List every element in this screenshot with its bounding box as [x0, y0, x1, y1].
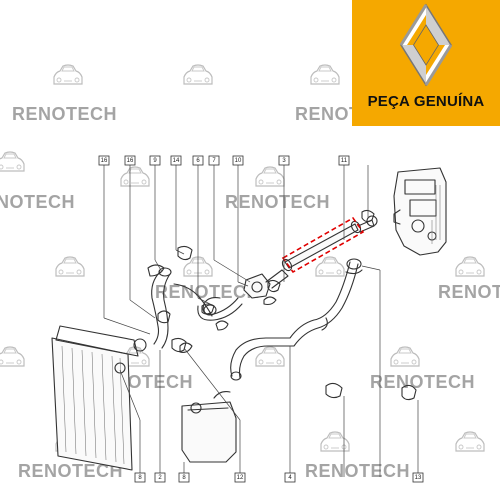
thermostat-housing	[243, 269, 289, 299]
callout-14: 14	[170, 155, 182, 166]
svg-text:9: 9	[153, 158, 157, 164]
callout-8: 8	[134, 472, 146, 483]
svg-text:13: 13	[415, 475, 422, 481]
lower-radiator-hose	[230, 258, 363, 381]
car-front-icon	[255, 166, 285, 187]
svg-text:12: 12	[237, 475, 244, 481]
callout-2: 2	[154, 472, 166, 483]
callouts-bottom: 8 2 8 12 4 13	[134, 472, 424, 483]
highlight-box	[281, 216, 365, 274]
genuine-part-caption: PEÇA GENUÍNA	[367, 93, 485, 110]
car-front-icon	[310, 64, 340, 85]
small-fittings	[179, 296, 277, 353]
callout-11: 11	[338, 155, 350, 166]
car-front-icon	[183, 64, 213, 85]
svg-text:8: 8	[182, 475, 186, 481]
car-front-icon	[120, 166, 150, 187]
watermark-text: RENOTECH	[12, 104, 117, 124]
renault-diamond-logo	[399, 3, 453, 87]
genuine-part-badge	[352, 0, 500, 126]
car-front-icon	[55, 256, 85, 277]
svg-text:14: 14	[173, 158, 180, 164]
heater-hose-left	[151, 267, 213, 349]
watermark-text: RENOTECH	[370, 372, 475, 392]
watermark-text: RENOTECH	[438, 282, 500, 302]
callout-16: 16	[98, 155, 110, 166]
engine-block	[393, 167, 447, 256]
leader-lines	[103, 165, 419, 477]
watermark-text: RENOTECH	[0, 192, 75, 212]
car-front-icon	[53, 64, 83, 85]
callout-7: 7	[208, 155, 220, 166]
car-front-icon	[390, 346, 420, 367]
car-front-icon	[320, 431, 350, 452]
car-front-icon	[455, 256, 485, 277]
callout-12: 12	[234, 472, 246, 483]
svg-text:11: 11	[341, 158, 348, 164]
svg-text:16: 16	[127, 158, 134, 164]
watermark-text: RENOTECH	[155, 282, 260, 302]
car-front-icon	[255, 346, 285, 367]
car-front-icon	[0, 151, 25, 172]
watermark-text: RENOTECH	[305, 461, 410, 481]
callout-4: 4	[284, 472, 296, 483]
svg-text:16: 16	[101, 158, 108, 164]
expansion-tank	[181, 391, 237, 463]
svg-text:2: 2	[158, 475, 162, 481]
car-front-icon	[0, 346, 25, 367]
callout-3: 3	[278, 155, 290, 166]
callout-9: 9	[149, 155, 161, 166]
callout-6: 6	[192, 155, 204, 166]
callout-13: 13	[412, 472, 424, 483]
svg-text:6: 6	[196, 158, 200, 164]
car-front-icon	[315, 256, 345, 277]
svg-text:4: 4	[288, 475, 292, 481]
callout-8: 8	[178, 472, 190, 483]
callout-16: 16	[124, 155, 136, 166]
watermark-text: RENOTECH	[225, 192, 330, 212]
callout-10: 10	[232, 155, 244, 166]
svg-text:7: 7	[212, 158, 216, 164]
car-front-icon	[455, 431, 485, 452]
watermark-text: RENOTECH	[18, 461, 123, 481]
svg-text:8: 8	[138, 475, 142, 481]
callouts-top: 16 16 9 14 6 7 10 3 11	[98, 155, 350, 166]
upper-radiator-hose	[281, 215, 378, 272]
hose-clamps	[147, 209, 417, 401]
bypass-hose	[197, 297, 243, 321]
radiator	[51, 325, 147, 471]
svg-text:3: 3	[282, 158, 286, 164]
svg-text:10: 10	[235, 158, 242, 164]
